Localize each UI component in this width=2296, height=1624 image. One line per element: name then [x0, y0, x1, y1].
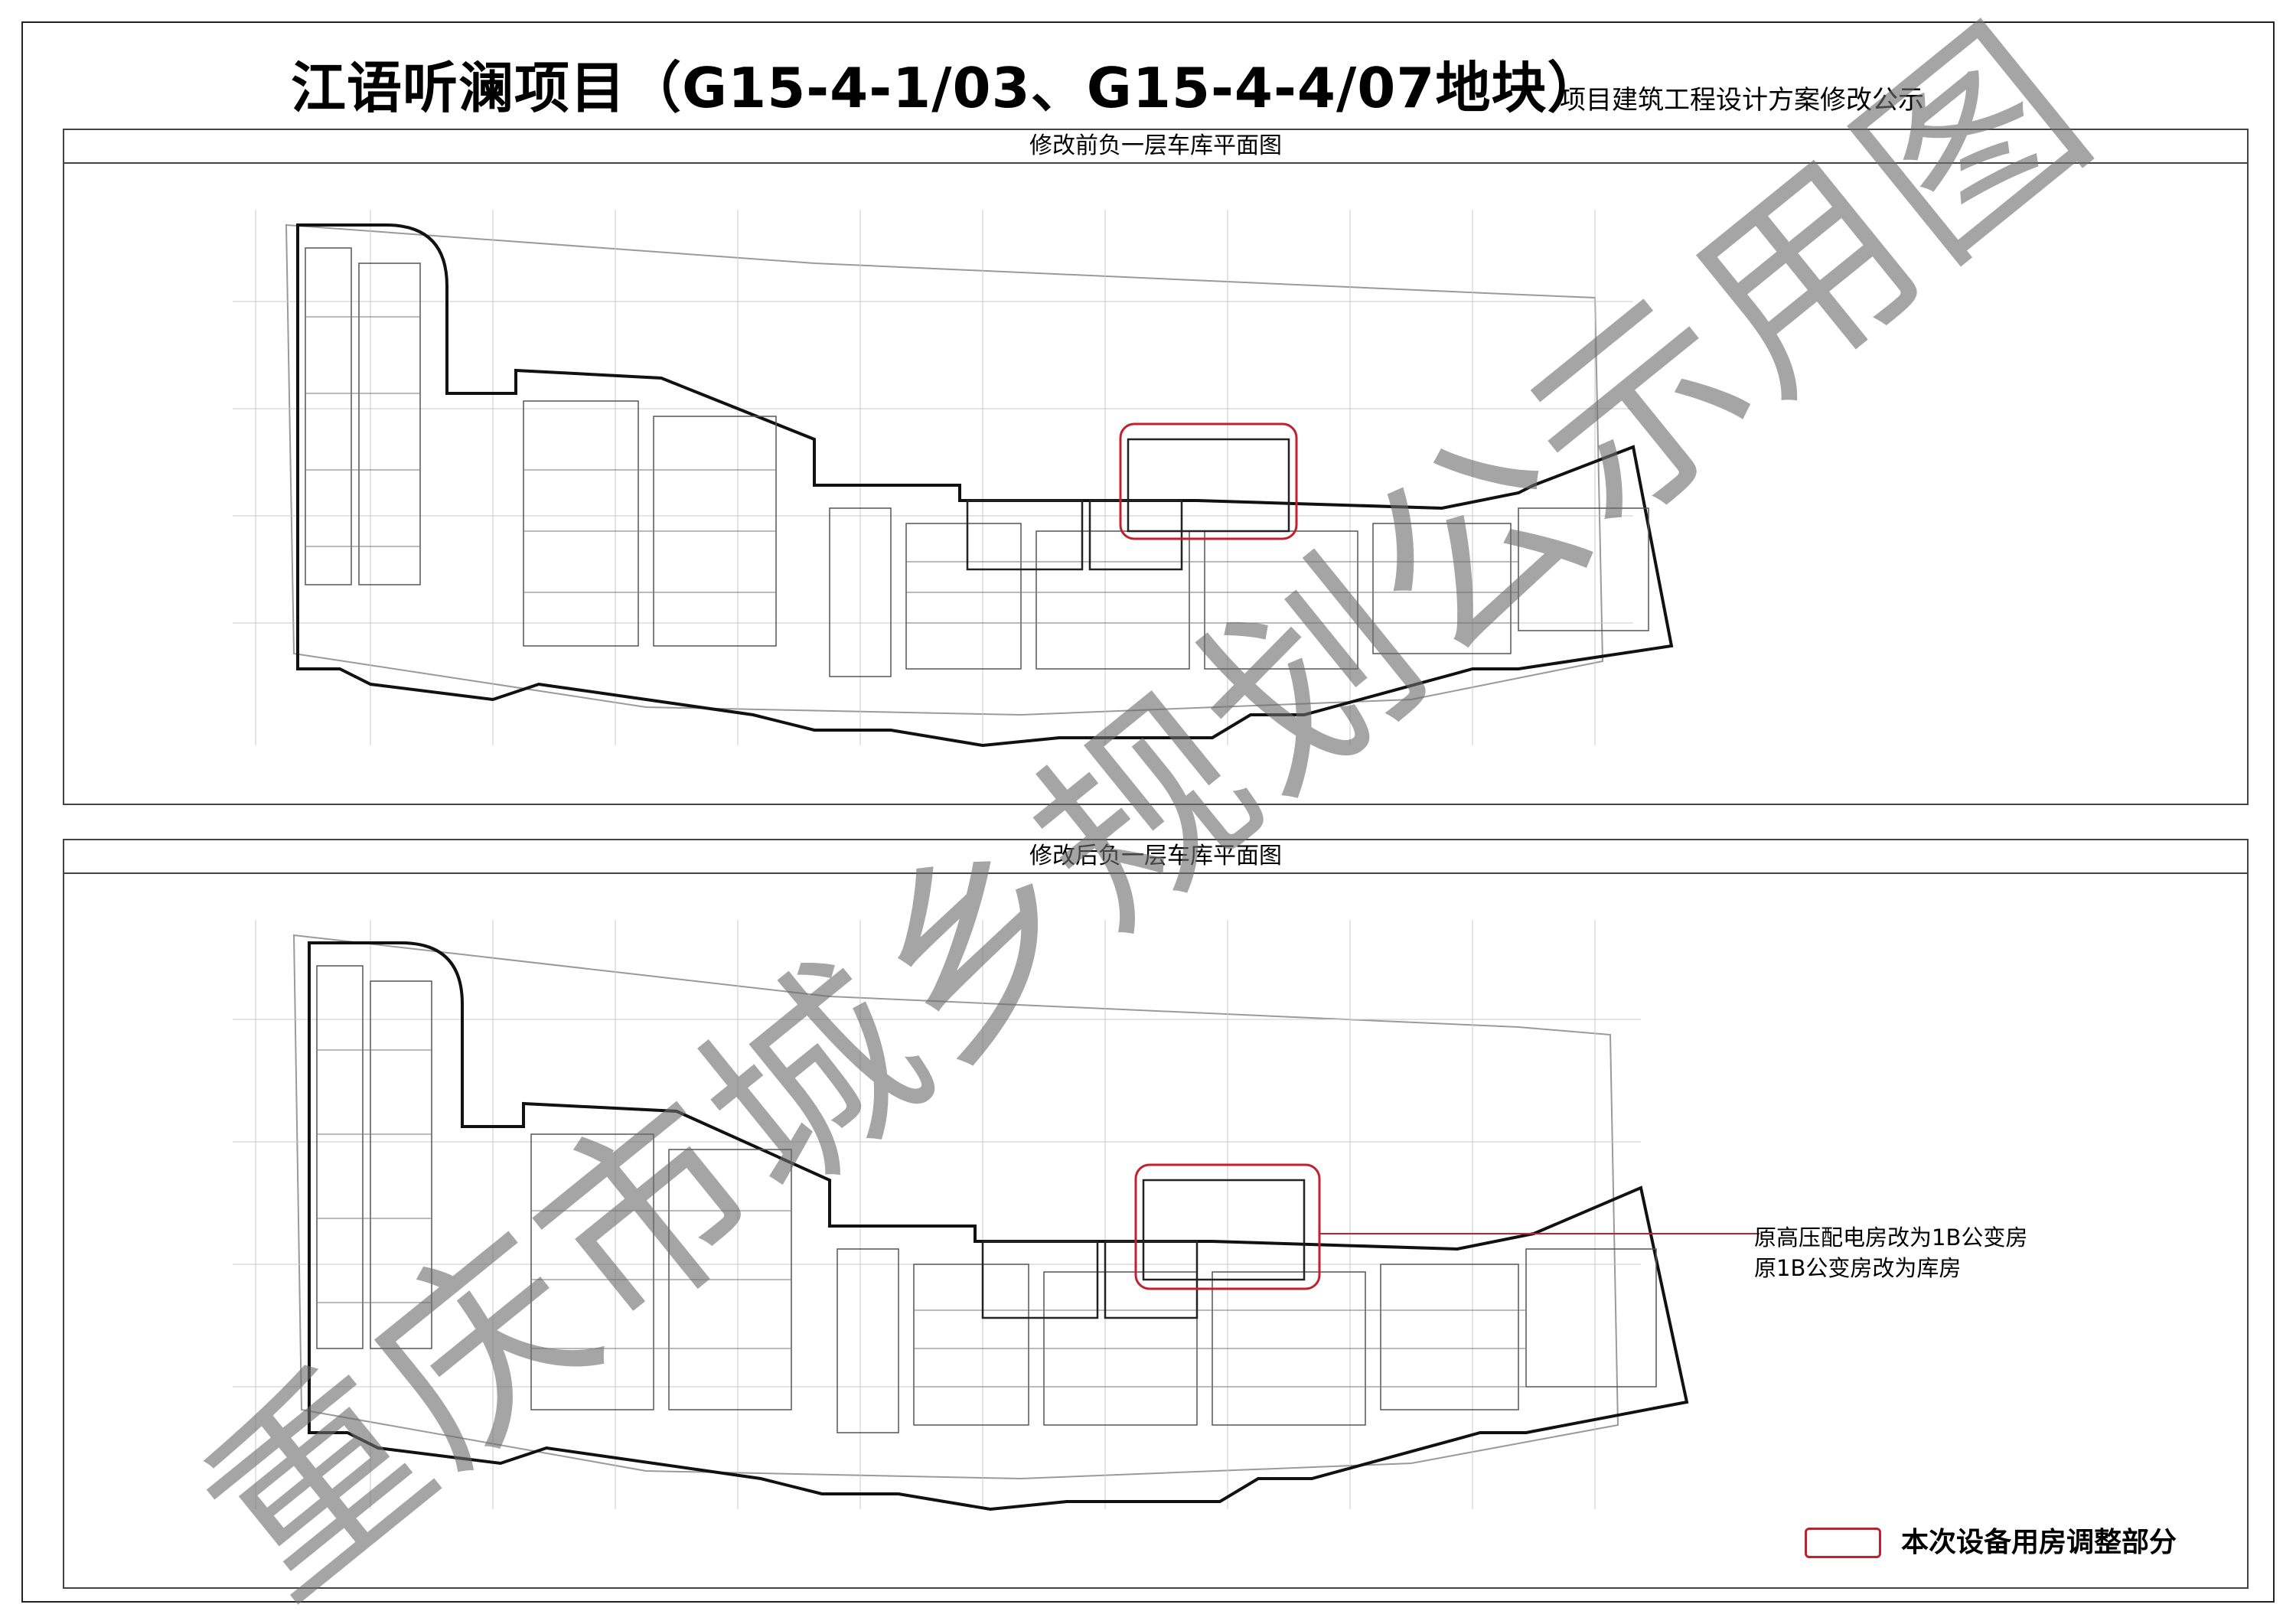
floor-plan-after [233, 920, 1760, 1511]
parking-stalls [316, 965, 1657, 1433]
site-boundary [292, 934, 1619, 1480]
annotation-line-1: 原高压配电房改为1B公变房 [1754, 1225, 2028, 1251]
garage-outline [308, 941, 1689, 1511]
legend-swatch [1805, 1528, 1881, 1558]
panel-after: 修改后负一层车库平面图 [63, 839, 2249, 1589]
floor-plan-before [233, 210, 1674, 748]
legend-label: 本次设备用房调整部分 [1901, 1527, 2177, 1558]
highlight-box-after [1134, 1163, 1321, 1290]
panel-after-title: 修改后负一层车库平面图 [64, 840, 2247, 874]
panel-before-title: 修改前负一层车库平面图 [64, 130, 2247, 164]
equipment-rooms [966, 438, 1290, 571]
stall-hatching [305, 316, 1518, 624]
stall-hatching [317, 1049, 1526, 1388]
sheet-border [21, 21, 2275, 1603]
panel-before: 修改前负一层车库平面图 [63, 129, 2249, 805]
annotation-line-2: 原1B公变房改为库房 [1754, 1255, 1962, 1281]
equipment-rooms [981, 1179, 1306, 1319]
parking-stalls [305, 247, 1649, 677]
grid-lines [233, 920, 1641, 1509]
grid-lines [233, 210, 1633, 745]
site-boundary [285, 223, 1604, 716]
sheet-title: 江语听澜项目（G15-4-1/03、G15-4-4/07地块） [291, 56, 1603, 120]
highlight-box-before [1119, 422, 1298, 540]
sheet-subtitle: 项目建筑工程设计方案修改公示 [1560, 85, 1924, 116]
garage-outline [296, 223, 1674, 748]
